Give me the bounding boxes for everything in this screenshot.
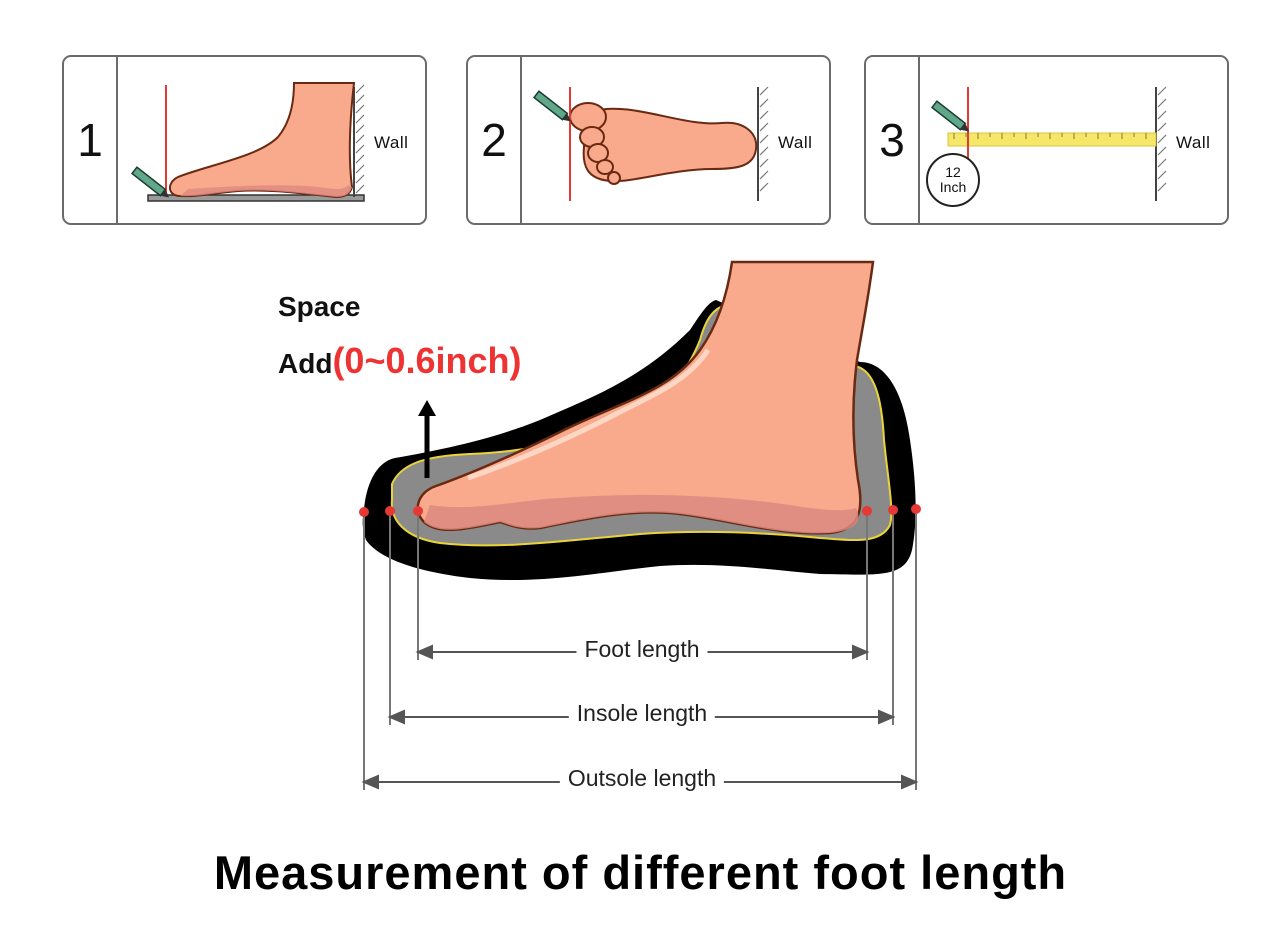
step-number: 1 [64, 57, 118, 223]
step-panel-3: 3 12 Inch Wall [864, 55, 1229, 225]
badge-value: 12 [945, 164, 961, 180]
add-prefix: Add [278, 348, 333, 379]
badge-unit: Inch [939, 179, 967, 195]
foot-side-view-illustration [130, 82, 365, 202]
insole-heel-point [888, 505, 898, 515]
step-number: 3 [866, 57, 920, 223]
step-panel-2: 2 Wall [466, 55, 831, 225]
outsole-heel-point [911, 504, 921, 514]
pen-icon [532, 90, 572, 122]
outsole-toe-point [359, 507, 369, 517]
pen-icon [930, 100, 970, 132]
ruler-icon [947, 132, 1157, 147]
wall-label: Wall [374, 133, 409, 152]
pen-icon [130, 166, 170, 198]
space-arrow-head [418, 400, 436, 416]
outsole-length-label: Outsole length [559, 765, 725, 792]
foot-toe-point [413, 506, 423, 516]
ruler-measure-illustration [930, 86, 1167, 201]
insole-toe-point [385, 506, 395, 516]
space-label: Space [278, 291, 361, 322]
add-range: (0~0.6inch) [332, 340, 522, 381]
foot-length-label: Foot length [576, 636, 708, 663]
page-title: Measurement of different foot length [213, 846, 1068, 899]
insole-length-label: Insole length [568, 700, 716, 727]
step-number: 2 [468, 57, 522, 223]
foot-heel-point [862, 506, 872, 516]
wall-label: Wall [1176, 133, 1211, 152]
wall-label: Wall [778, 133, 813, 152]
add-label: Add(0~0.6inch) [278, 340, 522, 382]
step-panel-1: 1 Wall [62, 55, 427, 225]
foot-top-view-illustration [532, 86, 769, 201]
length-badge: 12 Inch [926, 153, 980, 207]
